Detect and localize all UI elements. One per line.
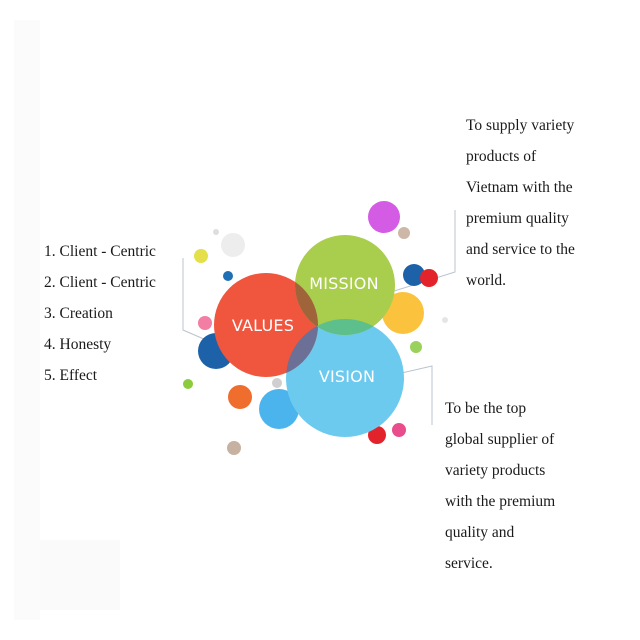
decorative-dot-blue-small	[223, 271, 233, 281]
vision-text-line: variety products	[445, 462, 546, 479]
decorative-dot-tan	[398, 227, 410, 239]
mission-circle	[295, 235, 395, 335]
decorative-dot-tiny-gray	[213, 229, 219, 235]
vision-label: VISION	[319, 367, 375, 386]
mission-text-line: To supply variety	[466, 117, 575, 134]
decorative-dot-amber	[382, 292, 424, 334]
decorative-dot-blue	[403, 264, 425, 286]
vision-description: To be the top global supplier of variety…	[445, 393, 595, 579]
mission-text-line: premium quality	[466, 210, 569, 227]
bottom-left-patch	[40, 540, 120, 610]
decorative-dot-skyblue	[259, 389, 299, 429]
decorative-dot-pink-bottom	[392, 423, 406, 437]
vision-circle	[286, 319, 404, 437]
decorative-dot-green	[410, 341, 422, 353]
left-margin-strip	[14, 20, 40, 620]
vision-text-line: To be the top	[445, 400, 527, 417]
decorative-dot-red	[420, 269, 438, 287]
mission-text-line: products of	[466, 148, 537, 165]
values-list: 1. Client - Centric 2. Client - Centric …	[44, 236, 184, 391]
mission-text-line: and service to the	[466, 241, 575, 258]
mission-text-line: Vietnam with the	[466, 179, 573, 196]
values-list-item: 4. Honesty	[44, 336, 112, 353]
decorative-dot-lime	[183, 379, 193, 389]
decorative-dot-gray	[272, 378, 282, 388]
values-circle	[214, 273, 318, 377]
values-list-item: 2. Client - Centric	[44, 274, 156, 291]
values-connector-line	[182, 258, 214, 344]
decorative-dot-magenta	[368, 201, 400, 233]
decorative-dot-orange	[228, 385, 252, 409]
decorative-dot-lightgray	[221, 233, 245, 257]
values-list-item: 1. Client - Centric	[44, 243, 156, 260]
vision-text-line: global supplier of	[445, 431, 555, 448]
mission-connector-line	[374, 210, 456, 298]
mission-label: MISSION	[309, 274, 379, 293]
mission-description: To supply variety products of Vietnam wi…	[466, 110, 606, 296]
vision-text-line: service.	[445, 555, 493, 572]
vision-text-line: with the premium	[445, 493, 556, 510]
values-list-item: 3. Creation	[44, 305, 113, 322]
mission-text-line: world.	[466, 272, 507, 289]
decorative-dot-yellow	[194, 249, 208, 263]
decorative-dot-red-bottom	[368, 426, 386, 444]
values-label: VALUES	[232, 316, 294, 335]
decorative-dot-faint	[442, 317, 448, 323]
vision-text-line: quality and	[445, 524, 515, 541]
decorative-dot-pink	[198, 316, 212, 330]
decorative-dot-beige	[227, 441, 241, 455]
values-list-item: 5. Effect	[44, 367, 98, 384]
